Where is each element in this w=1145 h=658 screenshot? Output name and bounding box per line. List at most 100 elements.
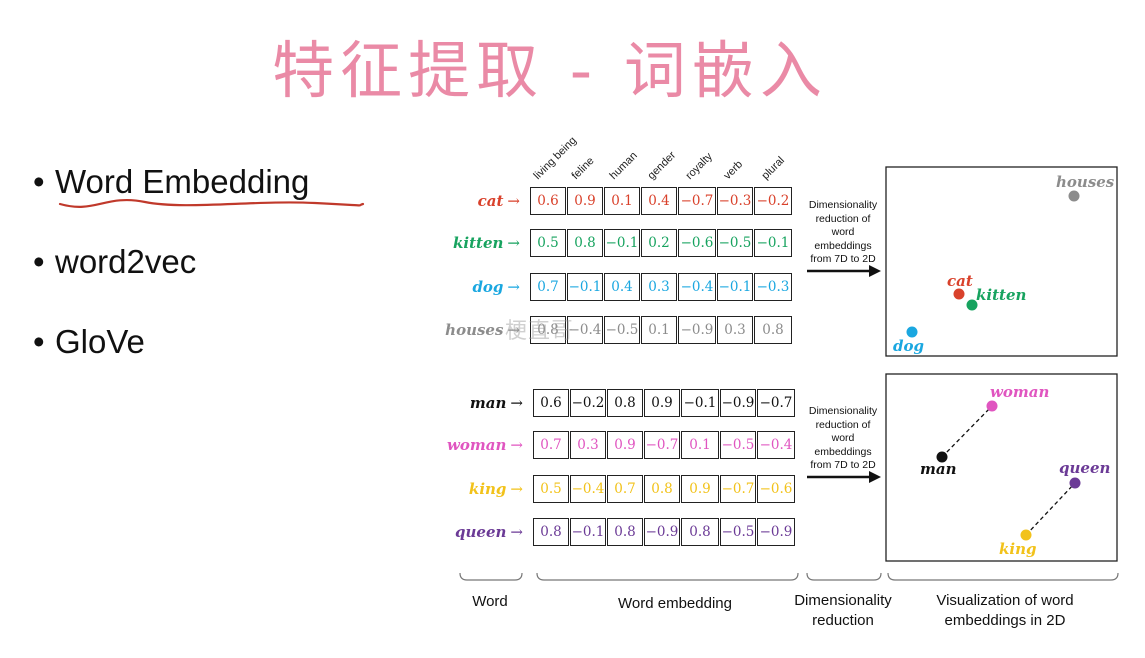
embedding-plot-1: houses cat kitten dog [885,166,1118,357]
row-word-label: man→ [433,394,523,412]
embedding-cell: −0.1 [717,273,753,301]
embedding-cell: 0.9 [567,187,603,215]
bullet-text: Word Embedding [55,163,310,200]
arrow-right-icon: → [507,321,520,339]
point-houses [1068,190,1080,202]
row-word-label: queen→ [433,523,523,541]
feature-header: royalty [683,150,715,182]
embedding-cell: 0.9 [644,389,680,417]
label-woman: woman [990,383,1049,401]
embedding-cell: 0.5 [530,229,566,257]
label-queen: queen [1059,459,1110,477]
embedding-cell: 0.8 [530,316,566,344]
embedding-cell: 0.8 [644,475,680,503]
embedding-cell: 0.5 [533,475,569,503]
label-houses: houses [1056,173,1115,191]
watermark: 梗直哥 [505,319,575,344]
embedding-cell: −0.7 [757,389,795,417]
label-man: man [920,460,957,478]
label-king: king [999,540,1037,558]
red-underline-annotation [58,198,365,208]
embedding-cell: −0.9 [644,518,680,546]
embedding-cell: −0.3 [717,187,753,215]
bullet-word-embedding: • Word Embedding [33,163,309,201]
embedding-cell: −0.3 [754,273,792,301]
embedding-cell: 0.8 [607,389,643,417]
arrow-right-icon [807,265,881,277]
point-woman [986,400,998,412]
embedding-cell: −0.4 [678,273,716,301]
point-queen [1069,477,1081,489]
word-text: man [469,394,507,412]
feature-header: verb [721,158,746,182]
feature-header: gender [645,149,679,182]
embedding-cell: 0.4 [641,187,677,215]
label-cat: cat [947,272,973,290]
embedding-cell: 0.4 [604,273,640,301]
embedding-cell: 0.1 [681,431,719,459]
point-cat [953,288,965,300]
bullet-text: GloVe [55,323,145,360]
embedding-cell: −0.4 [567,316,603,344]
embedding-cell: −0.4 [570,475,606,503]
embedding-cell: −0.1 [754,229,792,257]
embedding-cell: 0.8 [607,518,643,546]
embedding-cell: −0.5 [720,431,756,459]
embedding-cell: 0.7 [530,273,566,301]
embedding-cell: 0.3 [570,431,606,459]
embedding-cell: 0.2 [641,229,677,257]
bullet-dot-icon: • [33,243,45,280]
arrow-right-icon [807,471,881,483]
bullet-dot-icon: • [33,323,45,360]
embedding-cell: 0.6 [533,389,569,417]
arrow-right-icon: → [507,234,520,252]
embedding-cell: 0.1 [604,187,640,215]
embedding-cell: 0.7 [607,475,643,503]
feature-header: plural [759,154,788,182]
bullet-dot-icon: • [33,163,45,200]
bullet-text: word2vec [55,243,197,280]
embedding-cell: −0.7 [720,475,756,503]
embedding-cell: 0.7 [533,431,569,459]
row-word-label: dog→ [430,278,520,296]
point-king [1020,529,1032,541]
arrow-right-icon: → [507,192,520,210]
arrow-right-icon: → [510,480,523,498]
embedding-cell: 0.1 [641,316,677,344]
embedding-cell: −0.1 [604,229,640,257]
word-text: dog [472,278,504,296]
embedding-cell: 0.8 [754,316,792,344]
bullet-word2vec: • word2vec [33,243,196,281]
label-word-embedding: Word embedding [618,595,732,612]
embedding-cell: 0.3 [717,316,753,344]
point-dog [906,326,918,338]
embedding-cell: −0.9 [678,316,716,344]
embedding-cell: 0.8 [533,518,569,546]
embedding-cell: −0.6 [757,475,795,503]
point-man [936,451,948,463]
word-text: kitten [453,234,504,252]
row-word-label: king→ [433,480,523,498]
word-text: houses [445,321,504,339]
bullet-glove: • GloVe [33,323,145,361]
embedding-cell: −0.2 [754,187,792,215]
feature-header: human [607,149,640,182]
embedding-cell: 0.6 [530,187,566,215]
embedding-cell: 0.8 [681,518,719,546]
row-word-label: houses→ [430,321,520,339]
embedding-cell: −0.1 [567,273,603,301]
page-title: 特征提取 - 词嵌入 [272,34,828,107]
arrow-right-icon: → [510,394,523,412]
feature-header: feline [569,154,597,182]
embedding-cell: −0.6 [678,229,716,257]
